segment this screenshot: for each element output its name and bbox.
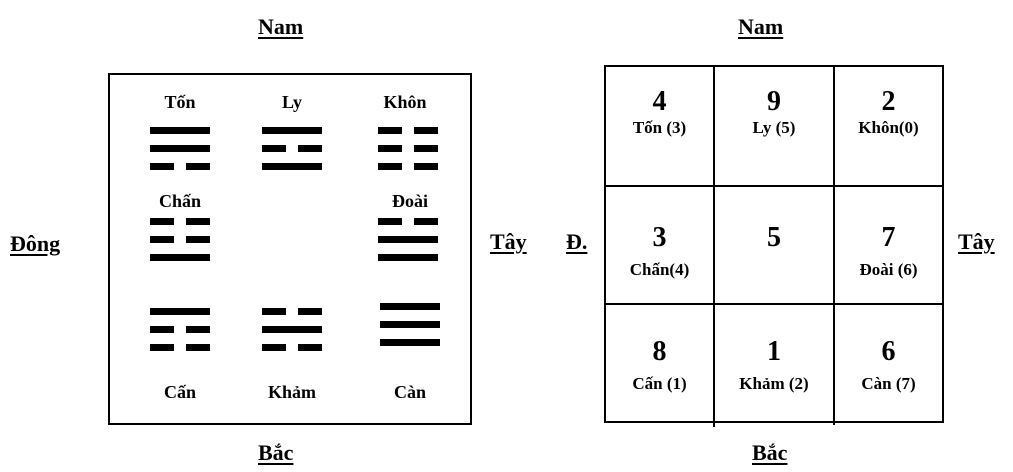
ly-trigram-icon (262, 127, 322, 171)
cell-name: Khôn(0) (858, 118, 919, 137)
grid-cell: 8 Cấn (1) (606, 337, 713, 395)
trigram-label-doai: Đoài (392, 191, 428, 211)
cell-name: Khảm (2) (739, 374, 809, 393)
cell-number: 2 (881, 86, 896, 117)
cell-name: Tốn (3) (632, 118, 687, 137)
can-mountain-trigram-icon (150, 308, 210, 352)
kham-trigram-icon (262, 308, 322, 352)
cell-number: 1 (767, 336, 781, 367)
cell-number: 4 (652, 86, 667, 117)
cell-number: 9 (767, 86, 781, 117)
cell-number: 7 (881, 222, 896, 253)
trigram-frame (108, 73, 472, 425)
trigram-label-ly: Ly (281, 92, 303, 112)
cell-name: Càn (7) (861, 374, 916, 393)
chan-trigram-icon (150, 218, 210, 262)
grid-cell: 1 Khảm (2) (715, 337, 833, 395)
trigram-label-kham: Khảm (267, 382, 317, 402)
west-label: Tây (490, 229, 527, 254)
south-label: Nam (258, 14, 304, 39)
cell-name: Cấn (1) (632, 374, 687, 393)
grid-cell: 2 Khôn(0) (835, 87, 942, 139)
can-heaven-trigram-icon (380, 303, 440, 347)
north-label-right: Bắc (752, 440, 788, 465)
east-label: Đông (10, 231, 61, 256)
cell-number: 3 (652, 222, 667, 253)
grid-cell: 6 Càn (7) (835, 337, 942, 395)
east-label-right: Đ. (566, 229, 588, 254)
grid-cell: 7 Đoài (6) (835, 223, 942, 281)
trigram-label-khon: Khôn (383, 92, 427, 112)
north-label: Bắc (258, 440, 294, 465)
trigram-label-chan: Chấn (158, 191, 202, 211)
trigram-label-can-mountain: Cấn (163, 382, 197, 402)
doai-trigram-icon (378, 218, 438, 262)
grid-cell: 9 Ly (5) (715, 87, 833, 139)
cell-name: Chấn(4) (629, 260, 690, 279)
south-label-right: Nam (738, 14, 784, 39)
grid-cell: 3 Chấn(4) (606, 223, 713, 281)
cell-name: Đoài (6) (859, 260, 918, 279)
khon-trigram-icon (378, 127, 438, 171)
grid-cell: 4 Tốn (3) (606, 87, 713, 139)
cell-number: 6 (881, 336, 896, 367)
cell-name: Ly (5) (752, 118, 796, 137)
grid-cell: 5 (715, 223, 833, 253)
ton-trigram-icon (150, 127, 210, 171)
trigram-label-can-heaven: Càn (393, 382, 427, 402)
west-label-right: Tây (958, 229, 995, 254)
cell-number: 8 (652, 336, 667, 367)
cell-number: 5 (767, 222, 781, 253)
trigram-label-ton: Tốn (164, 92, 196, 112)
